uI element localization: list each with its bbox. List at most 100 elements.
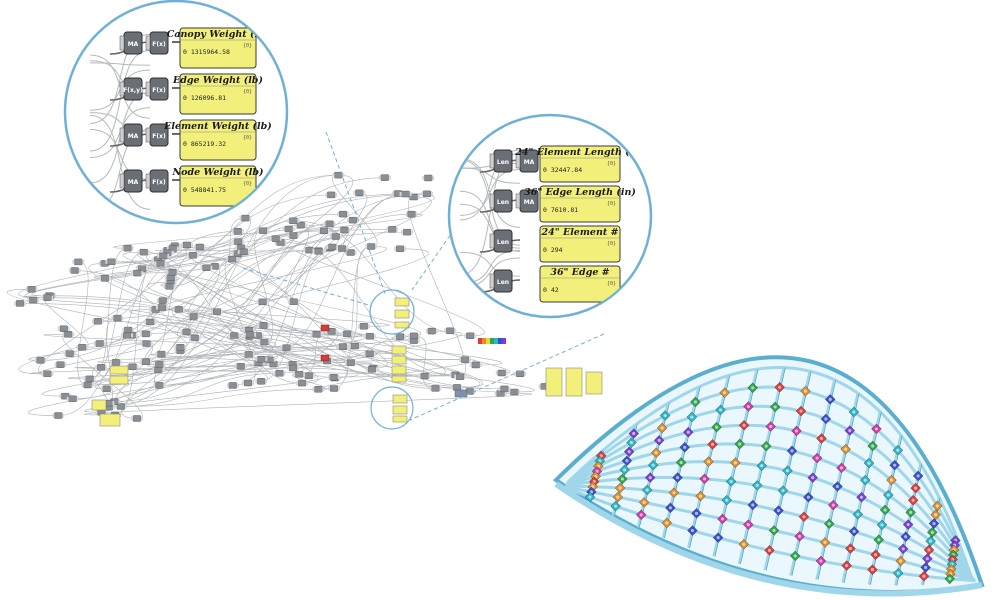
graph-component[interactable]: [153, 382, 166, 389]
graph-component[interactable]: [341, 330, 354, 338]
graph-component[interactable]: [228, 332, 241, 339]
graph-gradient-swatch[interactable]: [478, 338, 506, 344]
graph-component[interactable]: [91, 318, 104, 325]
zoom-component[interactable]: MA: [515, 149, 539, 173]
graph-component[interactable]: [325, 191, 338, 199]
graph-component[interactable]: [418, 372, 431, 380]
zoom-yellow-panel[interactable]: 24" Element Length (in){0}0 32447.84: [514, 145, 645, 183]
graph-component[interactable]: [454, 373, 467, 380]
zoom-component[interactable]: MA: [119, 169, 143, 193]
graph-component[interactable]: [401, 228, 414, 236]
graph-component[interactable]: [172, 306, 185, 313]
graph-component[interactable]: [353, 189, 366, 197]
zoom-yellow-panel[interactable]: 36" Edge #{0}0 42: [539, 265, 621, 303]
graph-component[interactable]: [14, 300, 27, 307]
graph-component[interactable]: [164, 274, 177, 281]
graph-component[interactable]: [405, 210, 418, 218]
graph-component[interactable]: [399, 190, 412, 198]
graph-yellow-panel[interactable]: [91, 399, 107, 411]
graph-yellow-panel[interactable]: [391, 375, 407, 383]
graph-component[interactable]: [293, 371, 306, 378]
graph-component[interactable]: [188, 334, 201, 342]
zoom-component[interactable]: MA: [515, 189, 539, 213]
graph-component[interactable]: [363, 350, 376, 358]
graph-component[interactable]: [241, 379, 254, 387]
graph-component[interactable]: [140, 340, 153, 347]
graph-component[interactable]: [344, 249, 357, 256]
graph-component[interactable]: [312, 386, 325, 393]
zoom-component[interactable]: MA: [119, 31, 143, 55]
graph-red-component[interactable]: [320, 324, 330, 332]
graph-component[interactable]: [83, 375, 96, 383]
zoom-yellow-panel[interactable]: 24" Element #{0}0 294: [539, 225, 621, 263]
graph-component[interactable]: [421, 190, 434, 198]
graph-component[interactable]: [200, 264, 213, 271]
graph-component[interactable]: [242, 351, 255, 358]
graph-component[interactable]: [469, 361, 482, 369]
graph-component[interactable]: [323, 220, 336, 228]
graph-component[interactable]: [514, 370, 527, 378]
graph-component[interactable]: [287, 217, 300, 224]
graph-component[interactable]: [257, 322, 270, 329]
zoom-yellow-panel[interactable]: Node Weight (lb){0}0 548841.75: [171, 165, 264, 207]
graph-component[interactable]: [255, 356, 268, 363]
zoom-component[interactable]: F(x): [145, 123, 169, 147]
graph-component[interactable]: [57, 325, 70, 332]
graph-component[interactable]: [255, 378, 268, 385]
graph-component[interactable]: [226, 255, 239, 263]
graph-component[interactable]: [122, 326, 135, 334]
graph-component[interactable]: [105, 258, 118, 265]
zoom-component[interactable]: Len: [489, 149, 513, 173]
graph-component[interactable]: [386, 226, 399, 233]
graph-yellow-panel[interactable]: [391, 365, 407, 375]
graph-component[interactable]: [508, 388, 521, 396]
graph-component[interactable]: [139, 330, 152, 338]
graph-component[interactable]: [458, 356, 471, 363]
graph-component[interactable]: [231, 228, 244, 235]
graph-yellow-panel[interactable]: [394, 309, 410, 319]
graph-component[interactable]: [156, 297, 169, 304]
graph-component[interactable]: [329, 233, 342, 240]
graph-component[interactable]: [310, 331, 323, 338]
graph-component[interactable]: [378, 174, 391, 181]
graph-yellow-panel[interactable]: [392, 405, 408, 415]
graph-yellow-panel[interactable]: [392, 394, 408, 404]
graph-component[interactable]: [287, 232, 300, 239]
graph-component[interactable]: [394, 333, 407, 340]
graph-component[interactable]: [130, 415, 143, 422]
graph-component[interactable]: [100, 385, 113, 393]
graph-component[interactable]: [258, 338, 271, 346]
graph-component[interactable]: [68, 267, 81, 274]
graph-component[interactable]: [287, 298, 300, 305]
graph-component[interactable]: [344, 359, 357, 366]
graph-yellow-panel[interactable]: [109, 365, 129, 375]
zoom-yellow-panel[interactable]: Element Weight (lb){0}0 865219.32: [163, 119, 272, 161]
graph-component[interactable]: [193, 243, 206, 251]
graph-component[interactable]: [139, 358, 152, 365]
graph-component[interactable]: [72, 258, 85, 266]
graph-component[interactable]: [76, 344, 89, 351]
graph-component[interactable]: [121, 332, 134, 339]
graph-component[interactable]: [365, 243, 378, 250]
graph-yellow-panel[interactable]: [99, 413, 121, 427]
graph-component[interactable]: [422, 174, 435, 182]
graph-component[interactable]: [131, 269, 144, 277]
graph-component[interactable]: [357, 323, 370, 330]
graph-component[interactable]: [156, 304, 169, 311]
graph-component[interactable]: [257, 227, 270, 234]
graph-component[interactable]: [256, 298, 269, 306]
graph-component[interactable]: [186, 252, 199, 259]
zoom-component[interactable]: MA: [119, 123, 143, 147]
graph-component[interactable]: [269, 235, 282, 242]
graph-yellow-panel[interactable]: [394, 297, 410, 307]
graph-component[interactable]: [98, 275, 111, 282]
graph-component[interactable]: [166, 269, 179, 276]
graph-component[interactable]: [348, 342, 361, 350]
graph-component[interactable]: [66, 395, 79, 402]
graph-component[interactable]: [95, 364, 108, 371]
graph-component[interactable]: [429, 385, 442, 392]
graph-component[interactable]: [226, 382, 239, 389]
zoom-yellow-panel[interactable]: Edge Weight (lb){0}0 126096.81: [172, 73, 263, 115]
graph-component[interactable]: [338, 226, 351, 234]
graph-component[interactable]: [327, 374, 340, 381]
